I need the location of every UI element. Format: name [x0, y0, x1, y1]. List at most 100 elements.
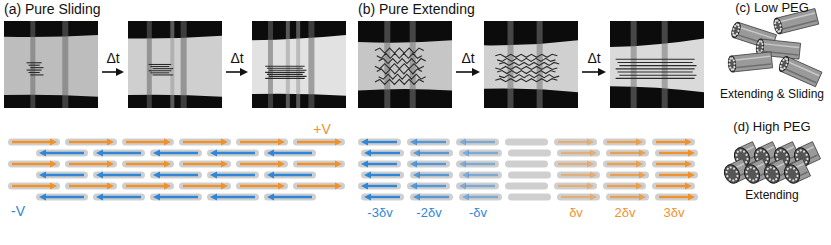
- filament-body: [554, 139, 597, 146]
- filament: [358, 161, 401, 168]
- micrograph: [128, 21, 222, 108]
- filament-bundle: [616, 59, 695, 60]
- filament-arrowhead: [459, 183, 466, 190]
- filament-arrow: [367, 185, 397, 187]
- filament-arrowhead: [410, 183, 417, 190]
- filament: [361, 194, 404, 201]
- filament-arrowhead: [413, 172, 420, 179]
- filament-end: [765, 171, 768, 174]
- velocity-label: 3δv: [664, 206, 685, 221]
- filament-end: [803, 150, 806, 153]
- filament: [361, 150, 404, 157]
- channel: [610, 38, 704, 92]
- filament-end: [766, 175, 769, 178]
- filament-body: [65, 183, 117, 190]
- filament-arrow: [607, 185, 637, 187]
- filament: [554, 139, 597, 146]
- time-step-label: Δt: [587, 50, 600, 66]
- filament: [36, 194, 88, 201]
- filament-end: [752, 179, 755, 182]
- filament: [655, 194, 698, 201]
- filament: [236, 139, 288, 146]
- filament-body: [505, 183, 548, 190]
- filament-body: [508, 172, 551, 179]
- filament-end: [729, 166, 732, 169]
- filament-end: [756, 174, 759, 177]
- velocity-label: 2δv: [615, 206, 636, 221]
- filament-bundle: [265, 78, 304, 79]
- filament-arrow: [297, 185, 336, 187]
- filament-end: [726, 175, 729, 178]
- filament-end: [779, 24, 782, 27]
- filament-bundle: [151, 72, 170, 73]
- stripe: [62, 21, 68, 108]
- filament-end: [761, 43, 763, 45]
- panel-title: (c) Low PEG: [735, 1, 809, 16]
- filament-arrow: [558, 163, 588, 165]
- filament-end: [725, 171, 728, 174]
- filament: [410, 172, 453, 179]
- filament-end: [780, 27, 783, 30]
- filament-arrowhead: [164, 183, 171, 190]
- filament-bundle: [377, 69, 422, 74]
- cylinder-face: [777, 55, 790, 73]
- filament-end: [735, 170, 738, 173]
- filament-end: [733, 66, 735, 68]
- filament: [606, 150, 649, 157]
- filament-end: [796, 174, 799, 177]
- filament-bundle: [265, 72, 304, 73]
- filament-body: [122, 183, 174, 190]
- filament: [508, 194, 551, 201]
- filament-body: [236, 183, 288, 190]
- filament-arrowhead: [636, 161, 643, 168]
- time-arrow: [226, 68, 248, 76]
- filament-end: [785, 161, 788, 164]
- filament-body: [361, 172, 404, 179]
- filament-body: [358, 183, 401, 190]
- filament-body: [603, 183, 646, 190]
- filament-end: [777, 30, 780, 33]
- filament-body: [410, 150, 453, 157]
- filament-arrowhead: [335, 139, 342, 146]
- filament-end: [755, 178, 758, 181]
- filament-arrowhead: [221, 161, 228, 168]
- filament-bundle: [30, 74, 43, 75]
- filament-arrow: [159, 196, 198, 198]
- filament-end: [735, 178, 738, 181]
- filament-end: [772, 179, 775, 182]
- filament-bundle: [265, 66, 304, 67]
- filament-arrowhead: [364, 172, 371, 179]
- filament-body: [603, 161, 646, 168]
- filament-body: [179, 161, 231, 168]
- filament-body: [179, 183, 231, 190]
- filament-arrow: [659, 152, 689, 154]
- time-step-label: Δt: [461, 50, 474, 66]
- filament: [264, 150, 316, 157]
- filament-arrow: [607, 141, 637, 143]
- panel-title: (d) High PEG: [733, 120, 810, 135]
- filament-arrowhead: [685, 139, 692, 146]
- filament-arrow: [659, 196, 689, 198]
- filament-body: [407, 161, 450, 168]
- filament-arrow: [273, 196, 312, 198]
- cylinder-shade: [781, 20, 817, 29]
- filament-end: [774, 25, 777, 28]
- filament-arrowhead: [639, 172, 646, 179]
- filament-end: [760, 40, 762, 42]
- filament-end: [786, 58, 789, 61]
- filament-body: [606, 150, 649, 157]
- filament-end: [786, 157, 789, 160]
- cylinder-body: [781, 57, 822, 87]
- filament-end: [761, 46, 763, 48]
- filament-arrow: [561, 174, 591, 176]
- filament-arrowhead: [50, 161, 57, 168]
- filament-body: [36, 150, 88, 157]
- arrow-shaft: [102, 71, 118, 73]
- filament-arrow: [468, 174, 498, 176]
- filament-arrow: [656, 141, 686, 143]
- filament-arrow: [419, 152, 449, 154]
- filament-body: [554, 161, 597, 168]
- filament-body: [207, 150, 259, 157]
- filament-end: [775, 178, 778, 181]
- filament-end: [805, 153, 808, 156]
